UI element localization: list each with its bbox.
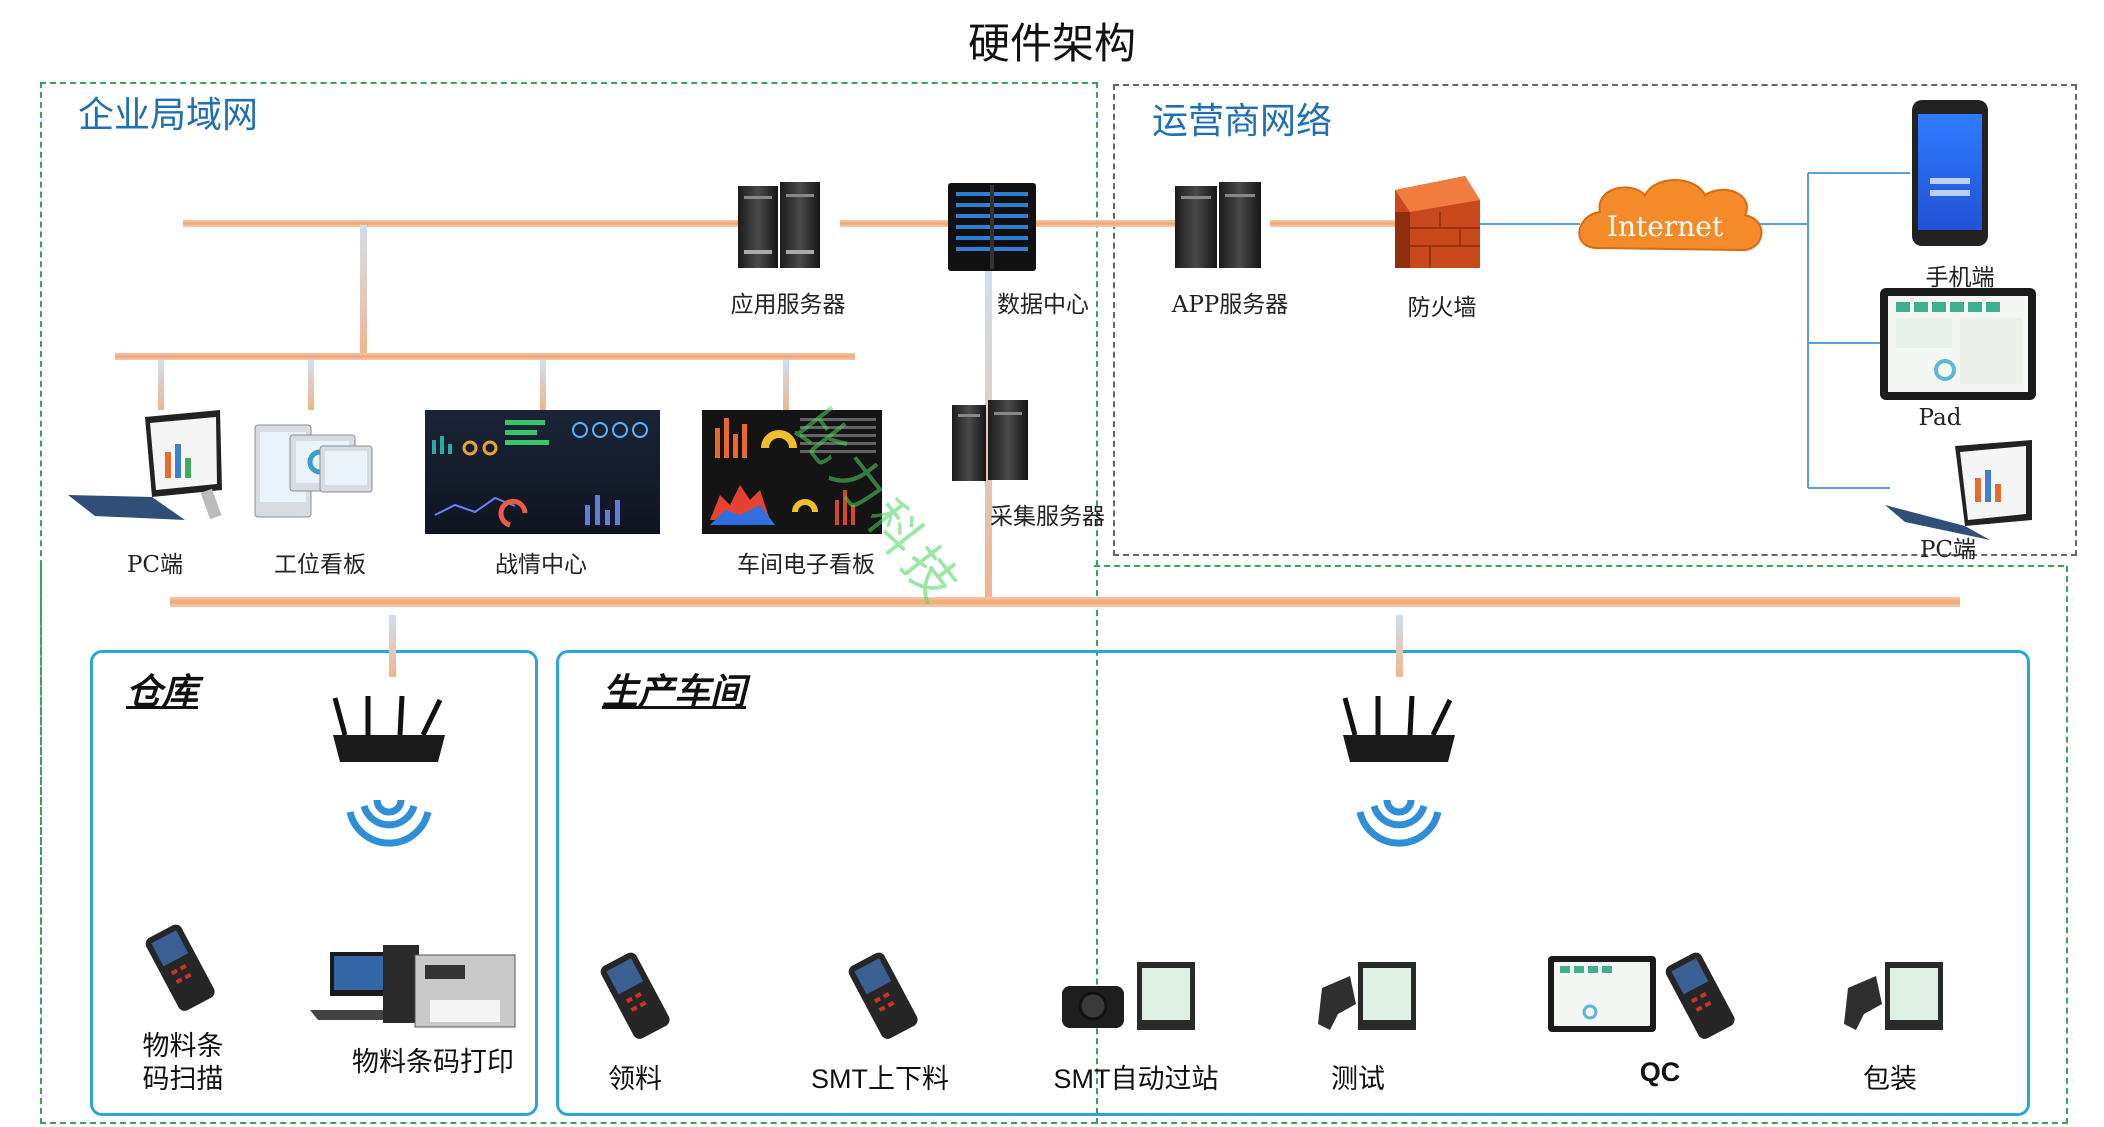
barcode-print-label: 物料条码打印 [352, 1047, 514, 1077]
workshop-zone [556, 650, 2030, 1116]
industrial-panel-icon [1137, 962, 1195, 1030]
internet-label: Internet [1607, 210, 1724, 243]
enterprise-lan-border-step [1094, 565, 2064, 567]
station-board-label: 工位看板 [274, 552, 366, 578]
handheld-scanner-icon [848, 952, 918, 1039]
camera-icon [1062, 986, 1124, 1028]
client-bus [115, 353, 855, 360]
mobile-phone-icon [1912, 100, 1988, 246]
enterprise-lan-title: 企业局域网 [78, 95, 259, 136]
pc-label: PC端 [126, 552, 184, 578]
enterprise-lan-border-lower [40, 566, 2068, 1124]
main-bus [170, 597, 1960, 607]
data-center-label: 数据中心 [997, 292, 1089, 318]
workshop-board-label: 车间电子看板 [737, 552, 875, 578]
barcode-scan-label: 物料条 码扫描 [142, 1031, 224, 1094]
firewall-icon [1395, 176, 1480, 268]
war-room-label: 战情中心 [495, 552, 587, 578]
picking-label: 领料 [608, 1064, 662, 1094]
warehouse-zone [90, 650, 538, 1116]
test-label: 测试 [1331, 1064, 1385, 1094]
app-server-label: 应用服务器 [730, 292, 846, 318]
client-drops [158, 360, 789, 410]
app-server-icon [738, 182, 820, 268]
internet-links [1475, 172, 1910, 489]
fixed-scanner-icon [1318, 976, 1356, 1030]
workshop-title: 生产车间 [602, 671, 747, 712]
war-room-icon [425, 410, 660, 534]
internet-cloud-icon [1578, 179, 1763, 252]
top-backbone [183, 220, 1400, 227]
mobile-label: 手机端 [1925, 265, 1995, 291]
collect-server-icon [952, 400, 1028, 481]
station-board-icon [254, 424, 373, 518]
pc-icon [68, 410, 222, 520]
pad-label: Pad [1918, 405, 1962, 431]
carrier-network-border [1113, 84, 2077, 556]
collect-server-label: 采集服务器 [990, 504, 1105, 530]
lan-drop [360, 225, 367, 355]
firewall-label: 防火墙 [1407, 295, 1477, 321]
data-center-icon [948, 183, 1036, 271]
qc-pad-icon [1548, 956, 1656, 1032]
handheld-scanner-icon [145, 924, 215, 1011]
workshop-router-icon [1342, 695, 1455, 847]
diagram-title: 硬件架构 [967, 19, 1137, 68]
fixed-scanner-icon [1844, 976, 1882, 1030]
app-server2-icon [1175, 182, 1261, 268]
app-server2-label: APP服务器 [1171, 292, 1289, 318]
warehouse-router-icon [332, 695, 445, 847]
qc-label: QC [1639, 1057, 1681, 1087]
pad-icon [1880, 288, 2036, 400]
handheld-scanner-icon [1665, 952, 1735, 1039]
smt-pass-label: SMT自动过站 [1053, 1064, 1219, 1094]
handheld-scanner-icon [600, 952, 670, 1039]
smt-load-label: SMT上下料 [811, 1064, 949, 1094]
pc-remote-icon [1885, 440, 2032, 540]
industrial-panel-icon [1358, 962, 1416, 1030]
label-printer-station-icon [310, 945, 516, 1028]
pc-remote-label: PC端 [1919, 537, 1977, 563]
industrial-panel-icon [1885, 962, 1943, 1030]
warehouse-title: 仓库 [126, 671, 199, 712]
workshop-board-icon [702, 410, 882, 534]
packing-label: 包装 [1863, 1064, 1917, 1094]
warehouse-drop [389, 615, 396, 677]
carrier-network-title: 运营商网络 [1152, 101, 1333, 142]
workshop-drop [1396, 615, 1403, 677]
